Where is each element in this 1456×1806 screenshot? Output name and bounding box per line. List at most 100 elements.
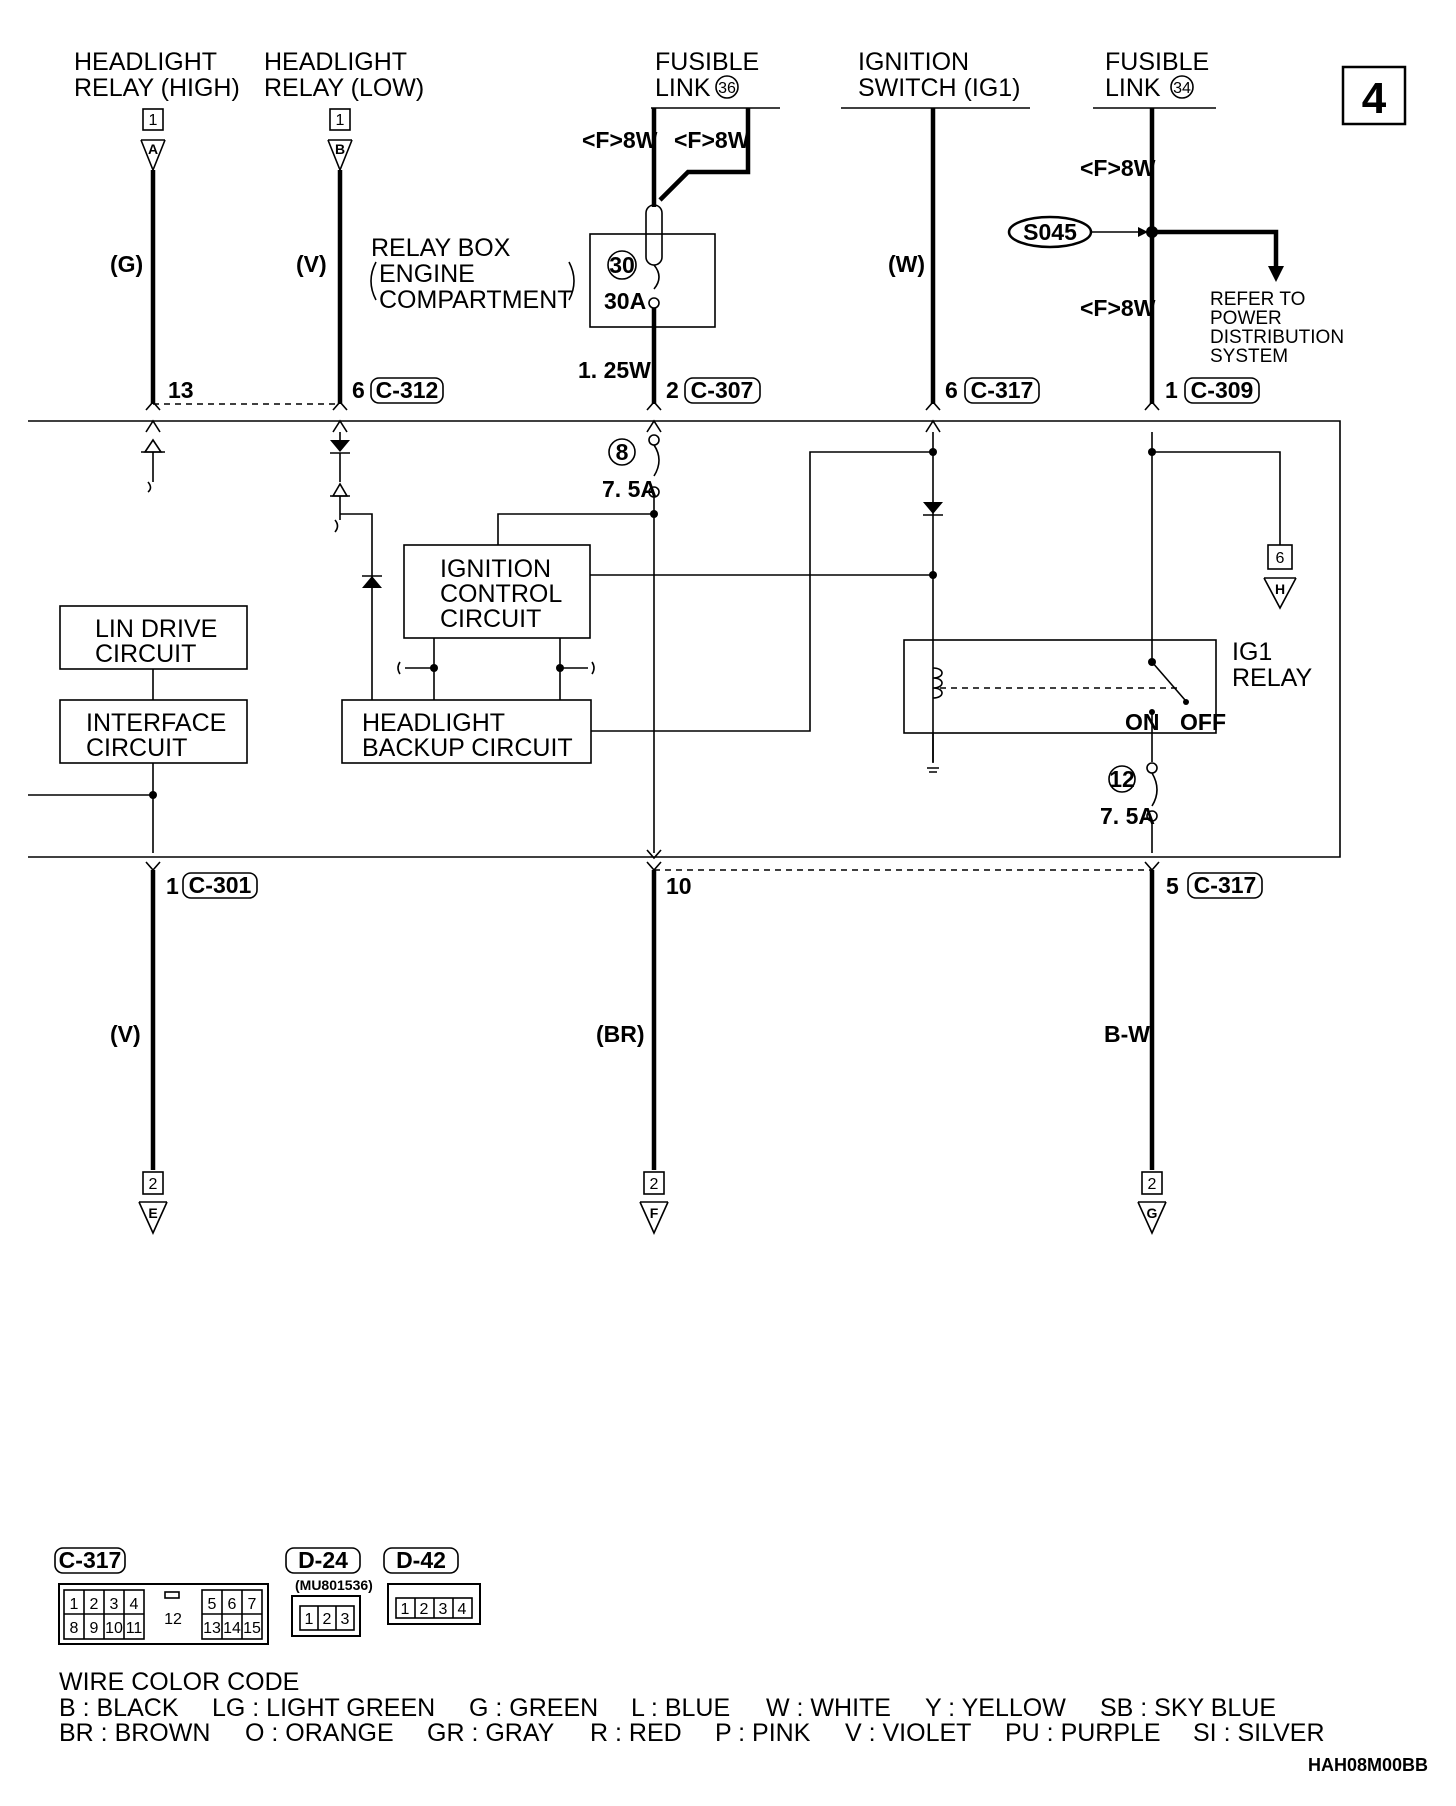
ign-diode — [923, 502, 943, 514]
junction-ign-ctrl — [929, 571, 937, 579]
color-code-pu: PU : PURPLE — [1005, 1719, 1161, 1747]
refer-to-2: POWER — [1210, 308, 1282, 329]
wire-label-bw: B-W — [1104, 1021, 1150, 1047]
fuse-8-circle — [608, 438, 636, 466]
svg-text:9: 9 — [90, 1620, 99, 1637]
fuse-8-amps: 7. 5A — [602, 476, 657, 502]
interface-label-1: INTERFACE — [86, 709, 226, 737]
pin-2: 2 — [666, 377, 679, 403]
wire-to-power-distribution — [1152, 229, 1279, 268]
break-right — [591, 661, 595, 675]
offpage-connector-e: 2 E — [138, 1171, 168, 1235]
svg-text:G: G — [1147, 1205, 1158, 1221]
color-code-gr: GR : GRAY — [427, 1719, 555, 1747]
fuse-30-circle — [607, 250, 637, 280]
fuse-12-circle — [1108, 765, 1136, 793]
connector-c312-box — [370, 377, 444, 404]
wire-label-br: (BR) — [596, 1021, 645, 1047]
svg-text:15: 15 — [243, 1620, 261, 1637]
offpage-connector-g: 2 G — [1137, 1171, 1167, 1235]
svg-text:1: 1 — [70, 1596, 79, 1613]
lin-drive-label-2: CIRCUIT — [95, 640, 196, 668]
wire-backup-to-ignition — [591, 451, 933, 732]
fuse-30-terminal — [648, 297, 660, 309]
connector-view-c317: C-317 1 2 3 4 12 5 6 7 8 9 10 11 13 14 1… — [54, 1547, 269, 1645]
connector-c317-bottom-box — [1187, 872, 1263, 899]
connector-c317-top-box — [964, 377, 1040, 404]
offpage-connector-b: 1 B — [327, 108, 353, 173]
color-code-br: BR : BROWN — [59, 1719, 210, 1747]
fusible-36-label-2: LINK — [655, 74, 711, 102]
color-code-sb: SB : SKY BLUE — [1100, 1694, 1276, 1722]
bottom-connector-pins — [145, 849, 1160, 872]
color-code-p: P : PINK — [715, 1719, 811, 1747]
svg-text:F: F — [650, 1205, 659, 1221]
wire-label-g: (G) — [110, 251, 143, 277]
svg-text:10: 10 — [105, 1620, 123, 1637]
svg-text:2: 2 — [149, 1176, 158, 1193]
wire-label-f8w-right: <F>8W — [674, 127, 750, 153]
refer-to-1: REFER TO — [1210, 289, 1305, 310]
svg-text:14: 14 — [223, 1620, 241, 1637]
connector-c301: C-301 — [189, 872, 252, 898]
ignition-control-label-2: CONTROL — [440, 580, 562, 608]
wire-label-125w: 1. 25W — [578, 357, 651, 383]
pin-13: 13 — [168, 377, 194, 403]
ig1-relay-box — [903, 639, 1217, 734]
fusible-34-number: 34 — [1173, 80, 1191, 97]
diagram-code: HAH08M00BB — [1308, 1755, 1428, 1775]
headlight-backup-label-2: BACKUP CIRCUIT — [362, 734, 573, 762]
fuse-12-terminal-top — [1146, 762, 1158, 774]
connector-view-d24: D-24 (MU801536) 1 2 3 — [285, 1547, 373, 1637]
relay-box-right-paren — [568, 261, 575, 301]
wire-to-offpage-h — [1152, 451, 1281, 545]
fuse-12-symbol — [1151, 772, 1158, 807]
control-unit-outline — [28, 420, 1341, 858]
connector-c317-top: C-317 — [971, 377, 1034, 403]
relay-contact-off — [1183, 699, 1189, 705]
svg-text:7: 7 — [248, 1596, 257, 1613]
pin-1-c309: 1 — [1165, 377, 1178, 403]
fuse-30-amps: 30A — [604, 288, 646, 314]
svg-text:2: 2 — [420, 1601, 429, 1618]
refer-to-4: SYSTEM — [1210, 346, 1288, 367]
splice-pointer-arrow — [1138, 227, 1148, 237]
color-code-y: Y : YELLOW — [925, 1694, 1066, 1722]
pin-5-c317: 5 — [1166, 873, 1179, 899]
break-left — [397, 661, 401, 675]
ground-icon — [927, 767, 939, 773]
fuse-8-number: 8 — [616, 439, 629, 465]
connector-c309-box — [1184, 377, 1260, 404]
svg-text:3: 3 — [110, 1596, 119, 1613]
ignition-control-label-1: IGNITION — [440, 555, 551, 583]
connector-c312: C-312 — [376, 377, 439, 403]
offpage-connector-h: 6 H — [1263, 544, 1297, 610]
fuse-30-number: 30 — [609, 252, 635, 278]
connector-c317-bottom: C-317 — [1194, 872, 1257, 898]
svg-text:1: 1 — [305, 1611, 314, 1628]
power-distribution-arrow — [1268, 266, 1284, 282]
connector-view-d42: D-42 1 2 3 4 — [383, 1547, 481, 1625]
headlight-low-internal — [330, 419, 382, 700]
fusible-34-circle — [1170, 75, 1194, 99]
splice-s045-label: S045 — [1023, 219, 1077, 245]
svg-text:6: 6 — [228, 1596, 237, 1613]
ignition-switch-label-2: SWITCH (IG1) — [858, 74, 1021, 102]
svg-text:A: A — [148, 141, 158, 157]
relay-box-left-paren — [370, 261, 377, 301]
pin-1-c301: 1 — [166, 873, 179, 899]
svg-text:12: 12 — [164, 1611, 182, 1628]
svg-text:11: 11 — [126, 1620, 143, 1637]
wire-to-ignition-control — [497, 513, 654, 545]
svg-text:1: 1 — [149, 112, 158, 129]
color-code-o: O : ORANGE — [245, 1719, 394, 1747]
connector-c301-box — [182, 872, 258, 899]
svg-text:3: 3 — [439, 1601, 448, 1618]
wire-label-f8w-upper: <F>8W — [1080, 155, 1156, 181]
headlight-high-internal — [141, 419, 165, 493]
svg-text:C-317: C-317 — [59, 1547, 122, 1573]
color-code-si: SI : SILVER — [1193, 1719, 1325, 1747]
fusible-36-circle — [715, 75, 739, 99]
headlight-low-label-2: RELAY (LOW) — [264, 74, 424, 102]
connector-c307-box — [684, 377, 761, 404]
